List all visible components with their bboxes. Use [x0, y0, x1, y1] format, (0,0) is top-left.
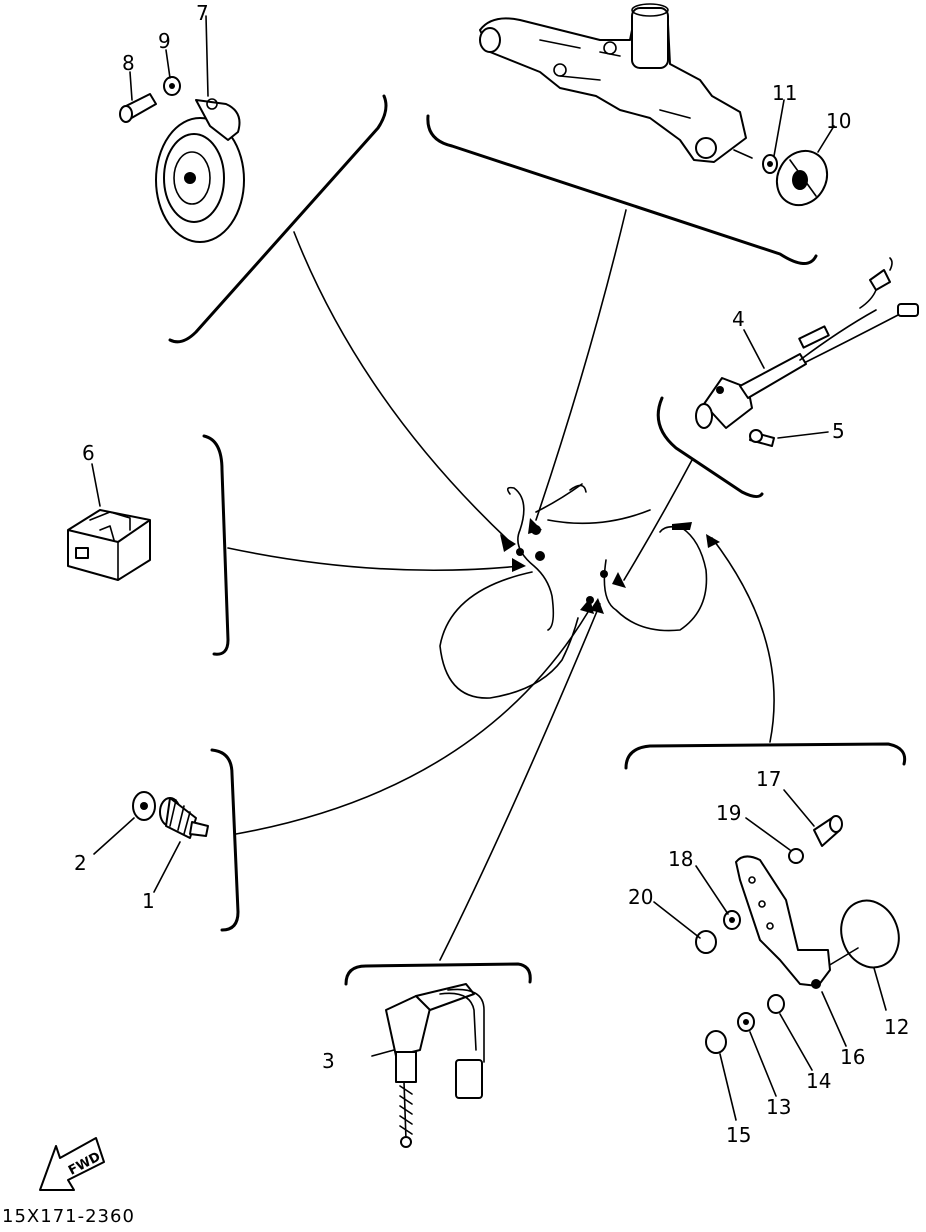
fwd-arrow-icon: FWD: [39, 1137, 105, 1191]
part-number-label: 15: [726, 1123, 751, 1147]
part-number-label: 3: [322, 1049, 335, 1073]
part-number-label: 7: [196, 1, 209, 25]
horn-part-7: [155, 98, 245, 243]
arrow-head: [512, 558, 526, 572]
washer-part-14: [767, 994, 785, 1014]
bracket-neutral: [210, 748, 240, 932]
part-number-label: 11: [772, 81, 797, 105]
bracket-plug-cap: [344, 962, 532, 986]
part-number-label: 18: [668, 847, 693, 871]
switch-part-1: [159, 797, 209, 839]
wire-harness: [439, 483, 708, 699]
bracket-part-16: [735, 855, 831, 989]
part-number-label: 9: [158, 29, 171, 53]
washer-part-13: [737, 1012, 755, 1032]
bracket-horn: [168, 94, 388, 344]
bolt-part-8: [119, 93, 157, 123]
bracket-relay: [202, 434, 230, 656]
part-number-label: 5: [832, 419, 845, 443]
bolt-part-17: [813, 815, 843, 847]
leader-neutral: [235, 611, 589, 835]
bracket-reflector: [624, 742, 907, 770]
nut-part-20: [695, 930, 717, 954]
leader-switch: [623, 459, 693, 581]
leader-horn: [293, 231, 509, 541]
washer-part-18: [723, 910, 741, 930]
relay-part-6: [67, 509, 151, 581]
reflector-part-12: [827, 899, 900, 969]
arrow-head: [590, 598, 604, 614]
leader-handlebar: [535, 209, 627, 521]
part-number-label: 19: [716, 801, 741, 825]
leader-plug-cap: [439, 603, 601, 961]
washer-part-9: [163, 76, 181, 96]
part-number-label: 16: [840, 1045, 865, 1069]
part-number-label: 6: [82, 441, 95, 465]
part-number-label: 13: [766, 1095, 791, 1119]
leader-relay: [227, 547, 521, 572]
nut-part-15: [705, 1030, 727, 1054]
part-number-label: 12: [884, 1015, 909, 1039]
washer-part-19: [788, 848, 804, 864]
nut-part-11: [762, 154, 778, 174]
switch-part-4: [695, 257, 919, 429]
gasket-part-2: [132, 791, 156, 821]
callout-leaders: [91, 15, 887, 1121]
drawing-code: 15X171-2360: [2, 1206, 135, 1227]
part-number-label: 20: [628, 885, 653, 909]
part-number-label: 4: [732, 307, 745, 331]
part-number-label: 8: [122, 51, 135, 75]
part-number-label: 14: [806, 1069, 831, 1093]
arrow-head: [706, 534, 720, 548]
bracket-switch: [656, 396, 764, 499]
screw-part-5: [749, 429, 775, 447]
leader-reflector: [711, 537, 775, 743]
arrow-head: [500, 534, 516, 552]
bracket-handlebar: [426, 114, 818, 265]
plug-cap-part-3: [385, 983, 485, 1148]
part-number-label: 17: [756, 767, 781, 791]
handlebar-housing: [479, 3, 753, 163]
part-number-label: 10: [826, 109, 851, 133]
knob-part-10: [775, 149, 829, 207]
part-number-label: 2: [74, 851, 87, 875]
part-number-label: 1: [142, 889, 155, 913]
arrow-head: [612, 572, 626, 588]
